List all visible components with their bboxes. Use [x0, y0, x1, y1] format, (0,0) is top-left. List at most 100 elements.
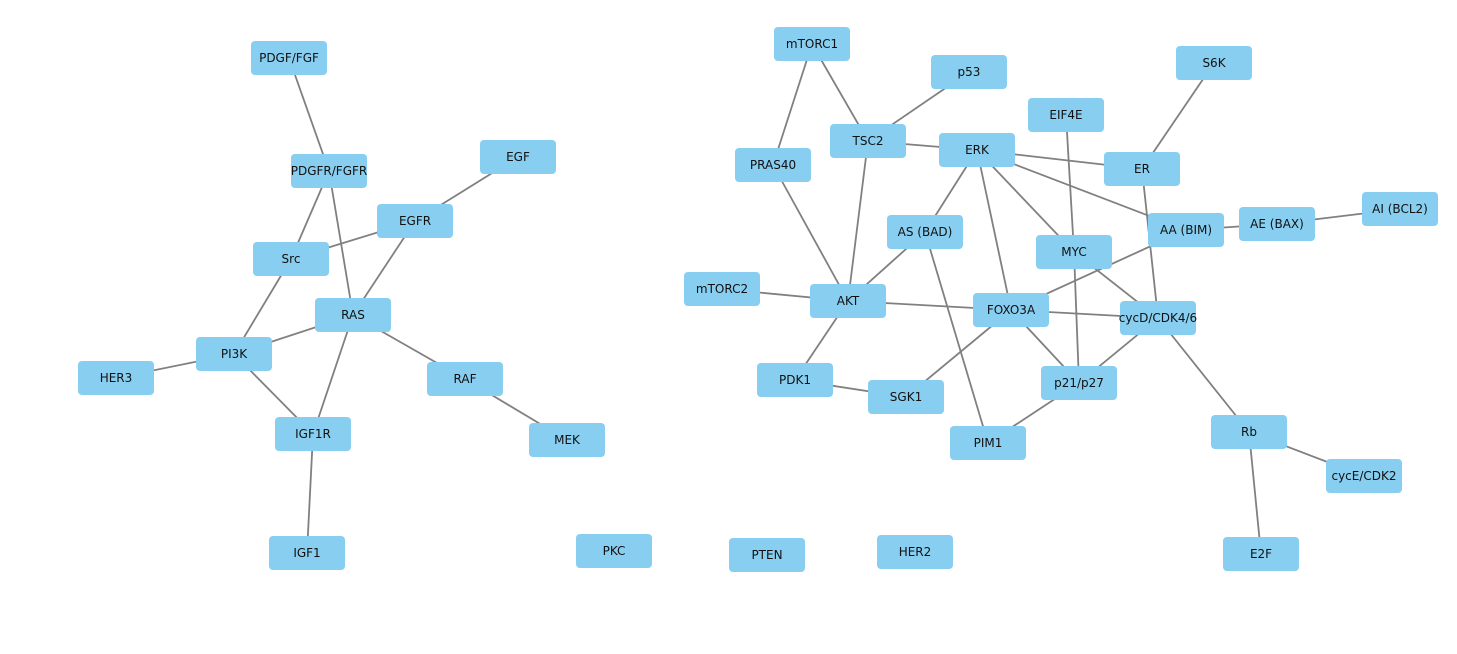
- node-label-as-bad: AS (BAD): [898, 225, 953, 239]
- node-as-bad: AS (BAD): [887, 215, 963, 249]
- node-her3: HER3: [78, 361, 154, 395]
- node-box-erk: [939, 133, 1015, 167]
- node-label-aa-bim: AA (BIM): [1160, 223, 1212, 237]
- edge-mtorc1-pras40: [772, 43, 813, 166]
- node-label-mek: MEK: [554, 433, 581, 447]
- node-label-pras40: PRAS40: [750, 158, 796, 172]
- node-pkc: PKC: [576, 534, 652, 568]
- node-mtorc2: mTORC2: [684, 272, 760, 306]
- node-ai-bcl2: AI (BCL2): [1362, 192, 1438, 226]
- node-box-pras40: [735, 148, 811, 182]
- node-label-e2f: E2F: [1250, 547, 1272, 561]
- node-akt: AKT: [810, 284, 886, 318]
- edge-pdgf-fgf-pdgfr-fgfr: [288, 57, 330, 172]
- node-box-egfr: [377, 204, 453, 238]
- node-label-s6k: S6K: [1202, 56, 1226, 70]
- node-box-foxo3a: [973, 293, 1049, 327]
- node-box-igf1r: [275, 417, 351, 451]
- node-tsc2: TSC2: [830, 124, 906, 158]
- edge-igf1r-igf1: [306, 433, 314, 554]
- node-box-pten: [729, 538, 805, 572]
- edge-myc-p21-p27: [1073, 251, 1080, 384]
- node-label-ras: RAS: [341, 308, 365, 322]
- node-box-igf1: [269, 536, 345, 570]
- node-igf1r: IGF1R: [275, 417, 351, 451]
- edge-rb-e2f: [1248, 431, 1262, 555]
- node-s6k: S6K: [1176, 46, 1252, 80]
- node-label-pim1: PIM1: [974, 436, 1003, 450]
- node-box-aa-bim: [1148, 213, 1224, 247]
- node-box-egf: [480, 140, 556, 174]
- node-box-ras: [315, 298, 391, 332]
- edge-ras-igf1r: [312, 314, 354, 435]
- node-box-ai-bcl2: [1362, 192, 1438, 226]
- node-erk: ERK: [939, 133, 1015, 167]
- node-box-pdgf-fgf: [251, 41, 327, 75]
- node-myc: MYC: [1036, 235, 1112, 269]
- node-label-p21-p27: p21/p27: [1054, 376, 1104, 390]
- node-box-pi3k: [196, 337, 272, 371]
- node-label-pdgfr-fgfr: PDGFR/FGFR: [291, 164, 368, 178]
- edge-cycd-cdk4-6-rb: [1157, 317, 1250, 433]
- node-ae-bax: AE (BAX): [1239, 207, 1315, 241]
- node-pras40: PRAS40: [735, 148, 811, 182]
- node-label-mtorc1: mTORC1: [786, 37, 838, 51]
- edge-eif4e-myc: [1065, 114, 1075, 253]
- node-pi3k: PI3K: [196, 337, 272, 371]
- node-label-egfr: EGFR: [399, 214, 431, 228]
- node-p53: p53: [931, 55, 1007, 89]
- node-label-pdgf-fgf: PDGF/FGF: [259, 51, 319, 65]
- edge-pras40-akt: [772, 164, 849, 302]
- node-label-pdk1: PDK1: [779, 373, 811, 387]
- node-box-sgk1: [868, 380, 944, 414]
- node-label-ai-bcl2: AI (BCL2): [1372, 202, 1428, 216]
- node-pim1: PIM1: [950, 426, 1026, 460]
- node-aa-bim: AA (BIM): [1148, 213, 1224, 247]
- node-mtorc1: mTORC1: [774, 27, 850, 61]
- node-label-her2: HER2: [899, 545, 932, 559]
- node-box-cyce-cdk2: [1326, 459, 1402, 493]
- node-label-cycd-cdk4-6: cycD/CDK4/6: [1119, 311, 1197, 325]
- node-box-cycd-cdk4-6: [1120, 301, 1196, 335]
- node-label-pten: PTEN: [751, 548, 782, 562]
- node-box-tsc2: [830, 124, 906, 158]
- edge-s6k-er: [1141, 62, 1215, 170]
- node-box-raf: [427, 362, 503, 396]
- node-box-as-bad: [887, 215, 963, 249]
- node-label-foxo3a: FOXO3A: [987, 303, 1036, 317]
- node-label-mtorc2: mTORC2: [696, 282, 748, 296]
- node-label-src: Src: [282, 252, 301, 266]
- node-foxo3a: FOXO3A: [973, 293, 1049, 327]
- node-box-p21-p27: [1041, 366, 1117, 400]
- node-egfr: EGFR: [377, 204, 453, 238]
- node-box-her2: [877, 535, 953, 569]
- node-er: ER: [1104, 152, 1180, 186]
- edge-erk-foxo3a: [976, 149, 1012, 311]
- node-box-pdgfr-fgfr: [291, 154, 367, 188]
- node-label-ae-bax: AE (BAX): [1250, 217, 1304, 231]
- node-her2: HER2: [877, 535, 953, 569]
- node-label-erk: ERK: [965, 143, 990, 157]
- node-raf: RAF: [427, 362, 503, 396]
- node-egf: EGF: [480, 140, 556, 174]
- node-box-mtorc2: [684, 272, 760, 306]
- node-label-tsc2: TSC2: [852, 134, 884, 148]
- node-box-myc: [1036, 235, 1112, 269]
- node-box-mek: [529, 423, 605, 457]
- node-pdk1: PDK1: [757, 363, 833, 397]
- node-label-myc: MYC: [1061, 245, 1086, 259]
- node-box-er: [1104, 152, 1180, 186]
- node-label-igf1r: IGF1R: [295, 427, 331, 441]
- node-pdgf-fgf: PDGF/FGF: [251, 41, 327, 75]
- node-pten: PTEN: [729, 538, 805, 572]
- node-rb: Rb: [1211, 415, 1287, 449]
- node-label-rb: Rb: [1241, 425, 1257, 439]
- node-pdgfr-fgfr: PDGFR/FGFR: [291, 154, 368, 188]
- node-label-raf: RAF: [454, 372, 477, 386]
- node-label-egf: EGF: [506, 150, 530, 164]
- node-label-eif4e: EIF4E: [1049, 108, 1082, 122]
- node-box-ae-bax: [1239, 207, 1315, 241]
- node-mek: MEK: [529, 423, 605, 457]
